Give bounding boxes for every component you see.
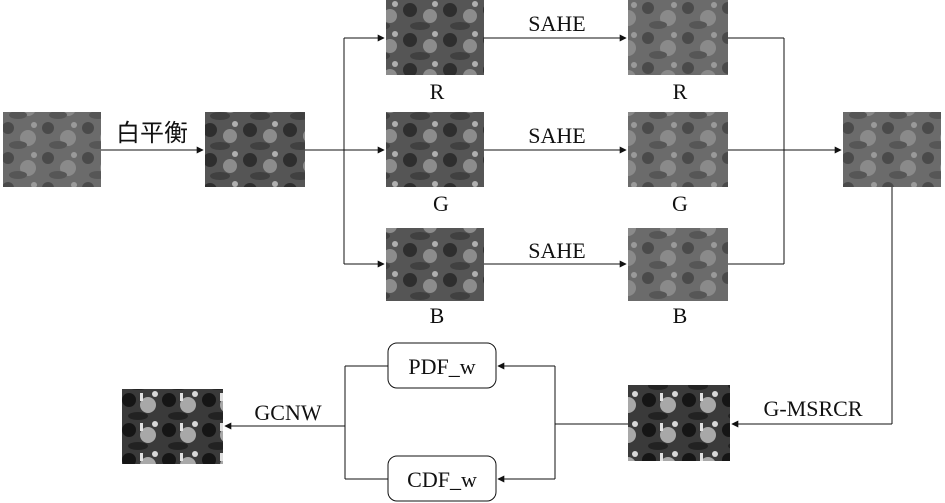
- r-sahe-image: [628, 0, 728, 75]
- sahe-label-g: SAHE: [528, 123, 585, 148]
- b-output-label: B: [673, 303, 688, 328]
- output-image: [122, 389, 223, 464]
- input-image: [3, 112, 101, 187]
- pdf-w-label: PDF_w: [408, 354, 475, 379]
- sahe-label-r: SAHE: [528, 11, 585, 36]
- g-sahe-image: [628, 112, 728, 187]
- cdf-w-label: CDF_w: [407, 467, 477, 492]
- white-balanced-image: [205, 112, 305, 187]
- r-input-label: R: [430, 79, 445, 104]
- cdf-w-box: [387, 455, 497, 502]
- g-input-label: G: [433, 191, 449, 216]
- gmsrcr-label: G-MSRCR: [763, 396, 862, 421]
- b-channel-image: [386, 228, 484, 301]
- b-sahe-image: [628, 228, 728, 301]
- sahe-label-b: SAHE: [528, 238, 585, 263]
- r-output-label: R: [673, 79, 688, 104]
- b-input-label: B: [430, 303, 445, 328]
- merged-image: [843, 112, 941, 187]
- pdf-w-box: [387, 342, 497, 389]
- g-output-label: G: [672, 191, 688, 216]
- gcnw-label: GCNW: [254, 400, 321, 425]
- r-channel-image: [386, 0, 484, 75]
- g-channel-image: [386, 112, 484, 187]
- gmsrcr-image: [628, 385, 730, 461]
- white-balance-label: 白平衡: [116, 120, 188, 147]
